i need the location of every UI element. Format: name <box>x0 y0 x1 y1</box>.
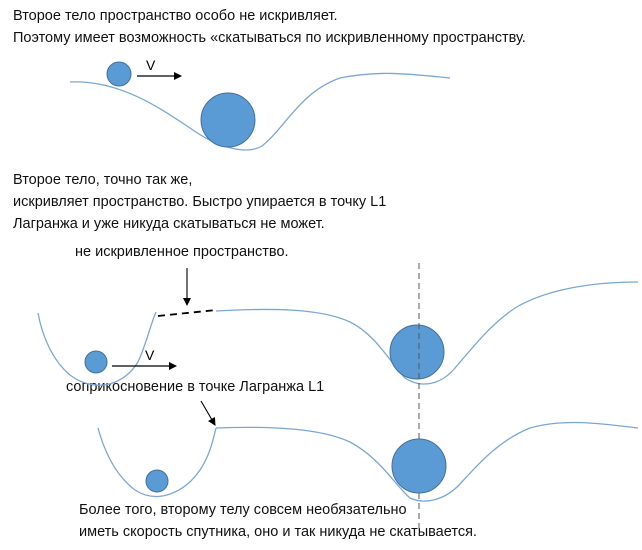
curved-space-line-1 <box>69 72 451 151</box>
large-well-curve-2 <box>215 281 639 385</box>
large-body-2 <box>389 324 445 380</box>
caption-2-line-1: Второе тело, точно так же, <box>13 172 193 188</box>
large-body-1 <box>200 92 256 148</box>
velocity-label-1: V <box>146 57 156 73</box>
caption-2: Второе тело, точно так же, искривляет пр… <box>13 169 386 235</box>
small-body-2 <box>84 350 108 374</box>
caption-1: Второе тело пространство особо не искрив… <box>13 5 526 49</box>
small-body-1 <box>106 61 132 87</box>
large-well-curve-3 <box>215 421 639 502</box>
small-well-curve-3 <box>97 427 217 498</box>
uncurved-space-dashed <box>157 309 217 317</box>
caption-3-line-2: иметь скорость спутника, оно и так никуд… <box>79 524 477 540</box>
caption-1-line-1: Второе тело пространство особо не искрив… <box>13 8 338 24</box>
caption-1-line-2: Поэтому имеет возможность «скатываться п… <box>13 30 526 46</box>
caption-3: Более того, второму телу совсем необязат… <box>79 499 477 543</box>
caption-2-line-2: искривляет пространство. Быстро упираетс… <box>13 194 387 210</box>
velocity-label-2: V <box>145 347 155 363</box>
small-well-curve-2 <box>37 311 157 386</box>
caption-3-line-1: Более того, второму телу совсем необязат… <box>79 502 407 518</box>
large-body-3 <box>391 438 447 494</box>
label-uncurved-space: не искривленное пространство. <box>75 244 289 260</box>
small-body-3 <box>145 469 169 493</box>
label-contact-l1: соприкосновение в точке Лагранжа L1 <box>66 379 325 395</box>
pointer-arrow-l1 <box>200 400 216 426</box>
caption-2-line-3: Лагранжа и уже никуда скатываться не мож… <box>13 216 325 232</box>
